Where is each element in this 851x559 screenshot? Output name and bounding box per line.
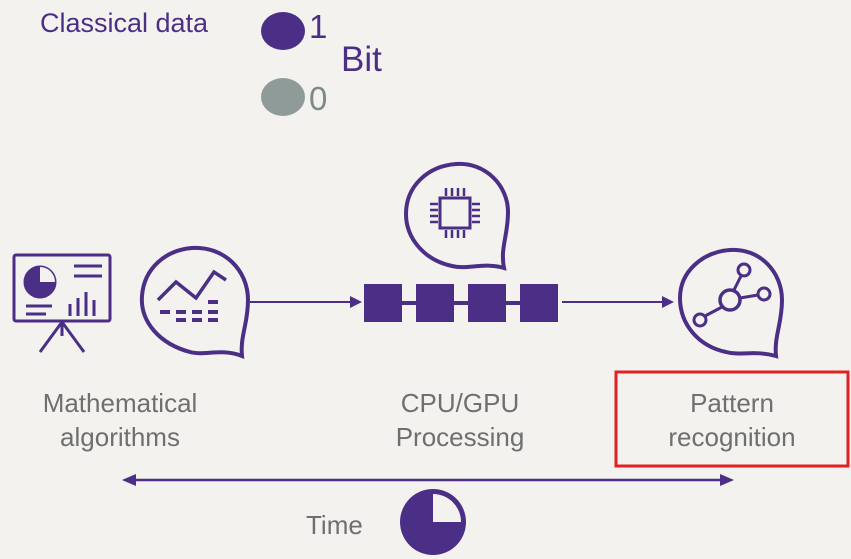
pattern-recognition-highlight	[614, 370, 850, 468]
network-node-icon	[677, 247, 785, 359]
classical-data-label: Classical data	[40, 8, 209, 38]
stage-label-line1: Mathematical	[42, 388, 198, 418]
time-label: Time	[306, 510, 363, 540]
flow-arrow-1	[250, 296, 362, 308]
flow-arrow-2	[562, 296, 674, 308]
stage-label-line2: recognition	[668, 422, 796, 452]
chart-graph-icon	[139, 245, 251, 360]
bit-zero-dot	[261, 78, 305, 116]
presentation-board-icon	[12, 253, 112, 353]
time-arrow	[122, 474, 734, 486]
cpu-chip-icon	[403, 161, 511, 271]
stage-label-mathematical-algorithms: Mathematical algorithms	[10, 386, 230, 454]
stage-label-line2: Processing	[395, 422, 525, 452]
stage-label-cpu-gpu-processing: CPU/GPU Processing	[350, 386, 570, 454]
processing-blocks	[364, 284, 558, 322]
bit-one-value: 1	[309, 8, 328, 45]
stage-label-pattern-recognition: Pattern recognition	[622, 386, 842, 454]
bit-zero-value: 0	[309, 80, 328, 117]
stage-label-line1: CPU/GPU	[400, 388, 520, 418]
stage-label-line1: Pattern	[690, 388, 774, 418]
bit-one-dot	[261, 12, 305, 50]
bit-label: Bit	[341, 40, 382, 79]
clock-pie-icon	[400, 489, 466, 555]
stage-label-line2: algorithms	[60, 422, 180, 452]
